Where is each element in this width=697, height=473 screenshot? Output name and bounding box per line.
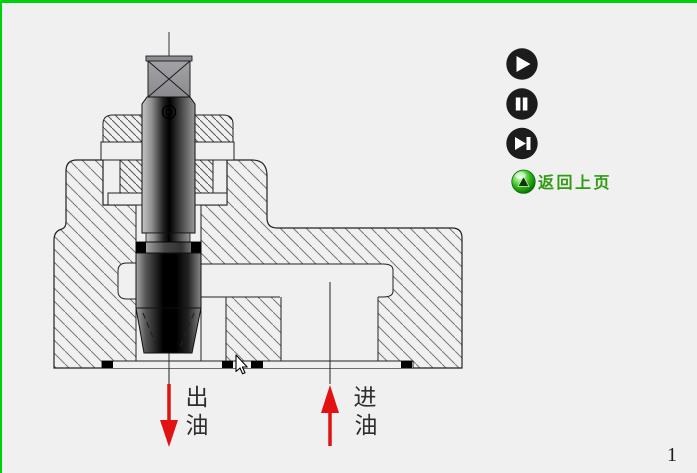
seal-square bbox=[102, 361, 113, 368]
next-button[interactable] bbox=[506, 127, 538, 160]
back-link[interactable]: 返回上页 bbox=[511, 169, 612, 194]
left-groove bbox=[118, 263, 136, 299]
spindle-lower-cylinder bbox=[135, 252, 202, 309]
media-controls: 返回上页 bbox=[506, 48, 612, 194]
back-link-label[interactable]: 返回上页 bbox=[538, 173, 612, 192]
play-icon bbox=[516, 56, 531, 72]
valve-cone-hidden-lines bbox=[142, 312, 195, 348]
skip-next-icon bbox=[515, 137, 526, 150]
page-number: 1 bbox=[667, 444, 677, 466]
spindle-top-cap bbox=[145, 55, 193, 62]
spindle-ring-detail-inner bbox=[165, 108, 173, 116]
skip-next-icon-bar bbox=[526, 137, 531, 150]
outlet-arrow-head bbox=[160, 420, 178, 447]
play-button[interactable] bbox=[506, 48, 538, 80]
inlet-arrow-head bbox=[321, 385, 339, 413]
seal-square bbox=[222, 361, 233, 368]
pause-button[interactable] bbox=[506, 88, 538, 120]
square-head-cross bbox=[147, 60, 191, 98]
inlet-label-bottom: 油 bbox=[355, 413, 378, 438]
page-border-left bbox=[0, 0, 2, 473]
seal-ring-left bbox=[136, 242, 146, 253]
sphere-highlight bbox=[515, 172, 526, 179]
seal-square bbox=[251, 361, 263, 368]
outlet-label-top: 出 bbox=[186, 385, 209, 410]
page-border-top bbox=[0, 0, 697, 3]
outlet-chamber-right bbox=[201, 297, 226, 361]
pause-icon bbox=[515, 97, 521, 111]
spindle-neck bbox=[145, 232, 191, 243]
valve-body-section bbox=[53, 159, 463, 369]
pause-button-circle[interactable] bbox=[506, 88, 538, 120]
inlet-label-top: 进 bbox=[354, 385, 377, 410]
up-arrow-glyph bbox=[517, 175, 530, 187]
bottom-seals bbox=[102, 361, 412, 368]
valve-cone bbox=[135, 307, 202, 354]
outlet-label-bottom: 油 bbox=[186, 413, 209, 438]
flow-annotations: 出 油 进 油 bbox=[160, 282, 378, 447]
mouse-cursor bbox=[235, 354, 248, 375]
seal-square bbox=[401, 361, 412, 368]
spindle-upper-cylinder bbox=[141, 96, 196, 234]
seal-ring-right bbox=[191, 242, 201, 253]
spindle-ring-detail-outer bbox=[161, 104, 177, 120]
horizontal-oil-channel bbox=[201, 264, 393, 297]
valve-spindle bbox=[135, 32, 202, 383]
pause-icon bbox=[522, 97, 528, 111]
